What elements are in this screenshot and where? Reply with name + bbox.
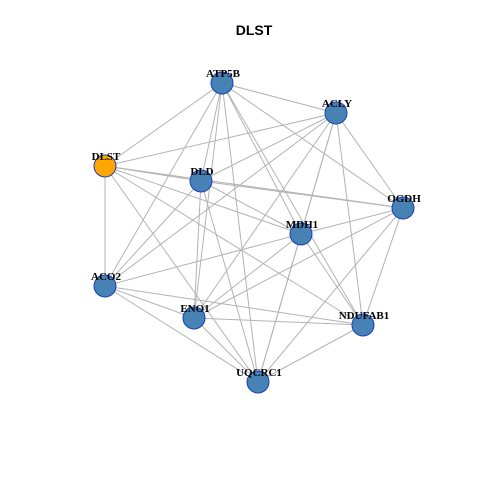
edge-dlst-uqcrc1 (104, 165, 259, 383)
node-layer (93, 71, 415, 394)
edge-atp5b-dld (200, 82, 223, 182)
node-mdh1[interactable] (289, 222, 313, 246)
diagram-title: DLST (236, 22, 273, 38)
edge-dlst-mdh1 (104, 165, 302, 235)
edge-aco2-uqcrc1 (104, 285, 259, 383)
node-label-uqcrc1: UQCRC1 (236, 367, 282, 379)
edge-ogdh-mdh1 (300, 207, 404, 235)
node-label-dld: DLD (190, 166, 213, 178)
node-dlst[interactable] (93, 154, 117, 178)
edge-mdh1-eno1 (193, 233, 302, 319)
node-ndufab1[interactable] (351, 313, 375, 337)
edge-mdh1-uqcrc1 (257, 233, 302, 383)
edge-atp5b-acly (221, 82, 337, 114)
node-label-acly: ACLY (322, 98, 352, 110)
edge-atp5b-aco2 (104, 82, 223, 287)
edge-dld-uqcrc1 (200, 180, 259, 383)
edge-atp5b-mdh1 (221, 82, 302, 235)
node-aco2[interactable] (93, 274, 117, 298)
edge-acly-aco2 (104, 112, 337, 287)
edge-acly-ndufab1 (335, 112, 364, 326)
edge-ogdh-uqcrc1 (257, 207, 404, 383)
node-eno1[interactable] (182, 306, 206, 330)
edge-layer (104, 82, 404, 383)
node-label-mdh1: MDH1 (286, 219, 318, 231)
edge-mdh1-ndufab1 (300, 233, 364, 326)
edge-dld-ogdh (200, 180, 404, 209)
node-label-aco2: ACO2 (91, 271, 121, 283)
node-label-dlst: DLST (92, 151, 121, 163)
edge-acly-ogdh (335, 112, 404, 209)
edge-ogdh-eno1 (193, 207, 404, 319)
edge-dld-eno1 (193, 180, 202, 319)
node-label-ndufab1: NDUFAB1 (339, 310, 390, 322)
edge-eno1-uqcrc1 (193, 317, 259, 383)
label-layer: ATP5B ACLY DLST DLD OGDH MDH1ACO2ENO1NDUFAB1U… (91, 68, 421, 379)
edge-aco2-eno1 (104, 285, 195, 319)
edge-aco2-ndufab1 (104, 285, 364, 326)
edge-atp5b-uqcrc1 (221, 82, 259, 383)
node-uqcrc1[interactable] (246, 370, 270, 394)
edge-dld-aco2 (104, 180, 202, 287)
edge-eno1-ndufab1 (193, 317, 364, 326)
node-label-atp5b: ATP5B (206, 68, 241, 80)
edge-acly-dld (200, 112, 337, 182)
node-acly[interactable] (324, 101, 348, 125)
edge-acly-eno1 (193, 112, 337, 319)
node-atp5b[interactable] (210, 71, 234, 95)
edge-mdh1-aco2 (104, 233, 302, 287)
node-label-eno1: ENO1 (180, 303, 209, 315)
edge-atp5b-ogdh (221, 82, 404, 209)
node-ogdh[interactable] (391, 196, 415, 220)
edge-atp5b-dlst (104, 82, 223, 167)
node-label-ogdh: OGDH (387, 193, 421, 205)
node-dld[interactable] (189, 169, 213, 193)
edge-ndufab1-uqcrc1 (257, 324, 364, 383)
edge-dlst-ndufab1 (104, 165, 364, 326)
edge-atp5b-eno1 (193, 82, 223, 319)
edge-ogdh-ndufab1 (362, 207, 404, 326)
edge-dld-mdh1 (200, 180, 302, 235)
edge-acly-dlst (104, 112, 337, 167)
